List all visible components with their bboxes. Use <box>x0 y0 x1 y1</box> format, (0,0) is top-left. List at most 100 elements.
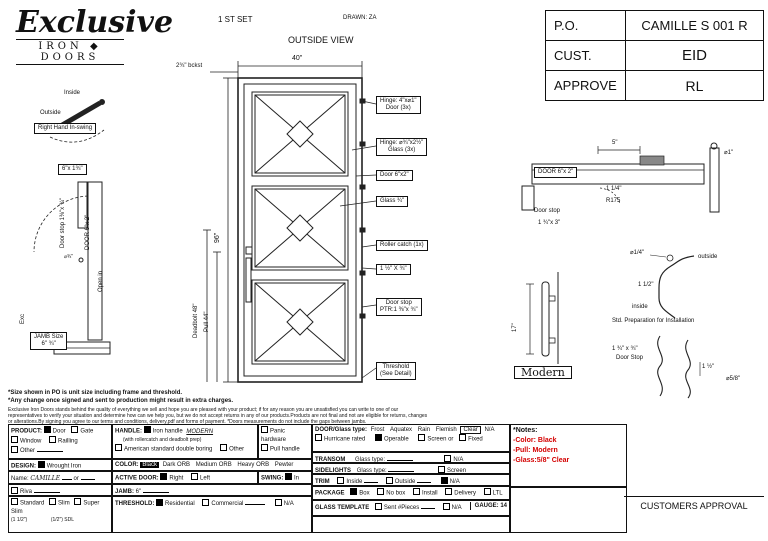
checkbox-american-standard[interactable] <box>115 443 122 451</box>
checkbox-sidelights-screen[interactable] <box>438 465 446 473</box>
cust-label: CUST. <box>546 41 626 70</box>
design-name-value[interactable]: CAMILLE <box>30 475 61 482</box>
glass-option-aquatex[interactable]: Aquatex <box>390 427 413 433</box>
po-value[interactable]: CAMILLE S 001 R <box>641 18 748 33</box>
checkbox-out[interactable] <box>264 482 271 483</box>
checkbox-pull-handle[interactable] <box>261 443 268 451</box>
checkbox-residential[interactable] <box>156 498 164 506</box>
color-cell: COLOR: Black Dark ORB Medium ORB Heavy O… <box>112 459 312 471</box>
customers-approval-block: CUSTOMERS APPROVAL <box>624 470 764 511</box>
checkbox-product-other[interactable] <box>11 445 18 453</box>
checkbox-handle-other[interactable] <box>220 443 228 451</box>
checkbox-riva[interactable] <box>11 486 18 494</box>
checkbox-standard[interactable] <box>11 498 18 505</box>
swing-direction-label: Right Hand In-swing <box>34 123 97 134</box>
checkbox-trim-outside[interactable] <box>385 476 393 484</box>
checkbox-no-box[interactable] <box>377 488 385 495</box>
color-option-dark-orb[interactable]: Dark ORB <box>162 462 191 468</box>
glass-option-clear[interactable]: Clear <box>460 426 481 434</box>
blank-line[interactable] <box>420 502 435 509</box>
handle-cell: HANDLE: Iron handle MODERN (with rollerc… <box>112 424 258 459</box>
checkbox-gate[interactable] <box>71 426 79 433</box>
transom-label: TRANSOM <box>315 457 346 463</box>
footnote-5: or alterations.By signing you agree to o… <box>8 419 367 425</box>
checkbox-delivery[interactable] <box>445 488 453 495</box>
blank-line[interactable] <box>142 486 169 493</box>
design-label: DESIGN: <box>11 463 37 470</box>
blank-line[interactable] <box>80 473 95 480</box>
color-option-pewter[interactable]: Pewter <box>274 462 294 468</box>
blank-line[interactable] <box>386 454 413 461</box>
swing-label: SWING: <box>261 475 284 482</box>
color-option-heavy-orb[interactable]: Heavy ORB <box>237 462 270 468</box>
checkbox-in[interactable] <box>285 473 293 480</box>
checkbox-threshold-na[interactable] <box>274 498 282 506</box>
checkbox-super-slim[interactable] <box>74 498 82 505</box>
glass-option-rain[interactable]: Rain <box>417 427 431 433</box>
checkbox-railling[interactable] <box>49 435 57 443</box>
checkbox-window[interactable] <box>11 435 18 443</box>
sidelights-glass-type-label: Glass type: <box>356 468 387 474</box>
jamb-value[interactable]: 6" <box>135 489 142 495</box>
option-label: Panic hardware <box>261 428 287 443</box>
blank-line[interactable] <box>33 486 60 493</box>
checkbox-commercial[interactable] <box>202 498 210 506</box>
product-cell: PRODUCT: Door Gate Window Railling Other <box>8 424 112 459</box>
checkbox-sent-pieces[interactable] <box>374 502 382 510</box>
callout-glass-size: Glass ¾" <box>376 196 409 207</box>
blank-line[interactable] <box>388 465 415 472</box>
checkbox-install[interactable] <box>412 488 420 495</box>
checkbox-ltl[interactable] <box>483 488 491 495</box>
checkbox-door[interactable] <box>43 426 51 433</box>
checkbox-slim[interactable] <box>49 498 57 505</box>
checkbox-template-na[interactable] <box>442 502 450 510</box>
exc-label: Exc <box>20 313 26 324</box>
option-label: Sent #Pieces <box>383 505 420 511</box>
stop-name-label: Door Stop <box>616 355 644 361</box>
blank-line[interactable] <box>364 476 379 483</box>
option-label: Outside <box>394 479 416 485</box>
checkbox-wrought-iron[interactable] <box>37 461 45 468</box>
blank-line[interactable] <box>61 473 72 480</box>
option-label: Inside <box>346 479 363 485</box>
checkbox-panic-hardware[interactable] <box>261 426 268 433</box>
glass-option-flemish[interactable]: Flemish <box>435 427 457 433</box>
logo-script-text: Exclusive <box>16 5 174 40</box>
checkbox-trim-inside[interactable] <box>337 476 345 484</box>
blank-line[interactable] <box>36 445 63 452</box>
stop-dia-label: ⌀5/8" <box>726 376 741 382</box>
hardware-cell: Panic hardware Pull handle P. Bar # <box>258 424 312 459</box>
name-label: Name: <box>11 476 29 482</box>
option-label: LTL <box>492 490 503 497</box>
logo-iron: IRON <box>38 41 83 52</box>
checkbox-transom-na[interactable] <box>444 454 452 462</box>
checkbox-box[interactable] <box>350 488 358 495</box>
callout-door-size: Door 6"x2" <box>376 170 413 181</box>
checkbox-iron-handle[interactable] <box>143 426 151 433</box>
signature-line[interactable] <box>624 470 764 497</box>
package-label: PACKAGE <box>315 490 345 497</box>
checkbox-left[interactable] <box>191 473 199 480</box>
checkbox-hurricane-rated[interactable] <box>315 434 322 441</box>
glass-option-frost[interactable]: Frost <box>370 427 385 433</box>
blank-line[interactable] <box>417 476 432 483</box>
prep-caption: Std. Preparation for Installation <box>612 318 695 324</box>
option-label: Riva <box>20 489 33 495</box>
checkbox-operable[interactable] <box>375 434 383 441</box>
checkbox-right[interactable] <box>160 473 168 480</box>
color-option-medium-orb[interactable]: Medium ORB <box>195 462 232 468</box>
approve-value[interactable]: RL <box>685 77 704 94</box>
blank-line[interactable] <box>245 498 266 505</box>
open-in-label: Open in <box>98 270 104 292</box>
callout-threshold: Threshold (See Detail) <box>376 362 416 380</box>
color-option-black[interactable]: Black <box>140 462 160 468</box>
glass-option-na[interactable]: N/A <box>484 427 495 433</box>
checkbox-trim-na[interactable] <box>440 476 448 484</box>
jamb-label: JAMB: <box>115 489 134 495</box>
cust-value[interactable]: EID <box>681 47 707 64</box>
checkbox-fixed[interactable] <box>459 434 467 441</box>
checkbox-screen[interactable] <box>418 434 426 441</box>
handle-style-value[interactable]: MODERN <box>186 428 214 435</box>
header-door-label: DOOR 6"x 2" <box>534 167 578 178</box>
